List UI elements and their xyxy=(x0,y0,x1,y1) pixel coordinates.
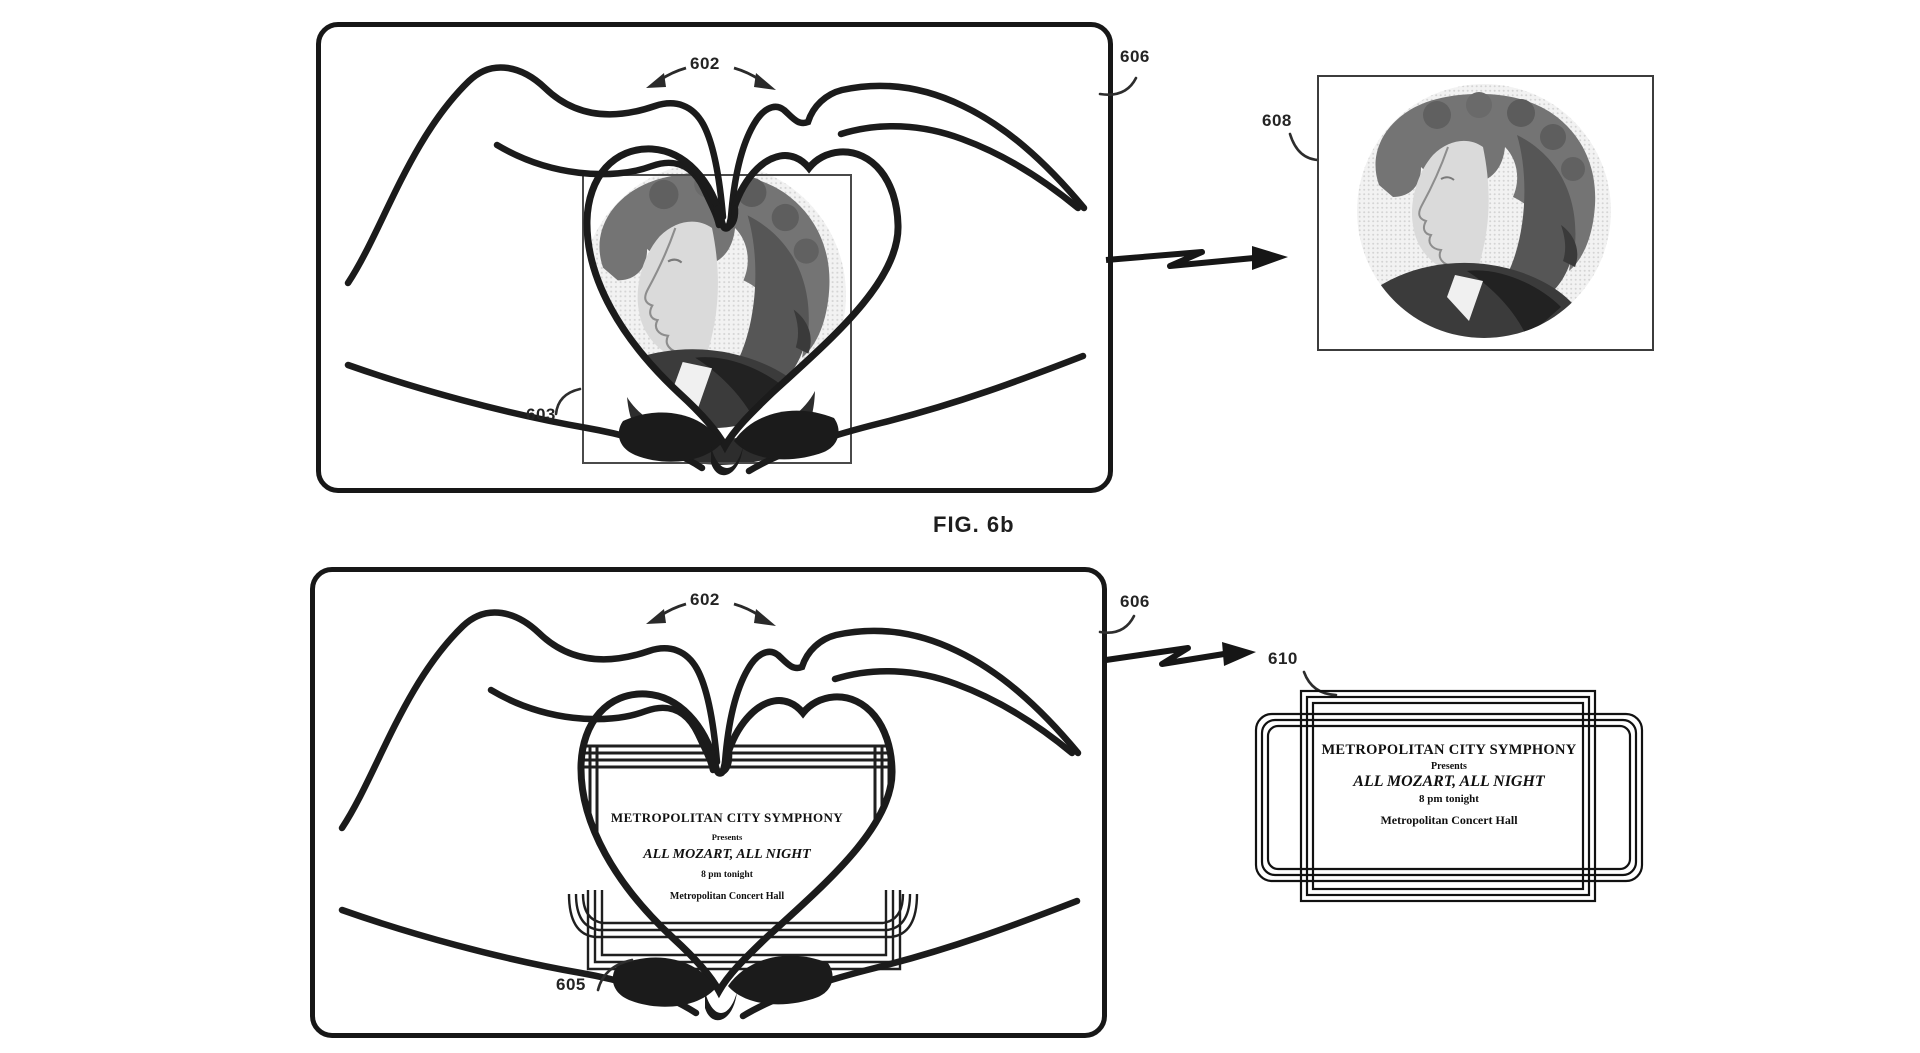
poster-through-heart: METROPOLITAN CITY SYMPHONY Presents ALL … xyxy=(573,746,901,942)
label-603-leader xyxy=(550,386,584,418)
poster-line-all-mozart: ALL MOZART, ALL NIGHT xyxy=(642,847,812,862)
ref-label-606-bottom: 606 xyxy=(1120,593,1150,612)
figure-caption: FIG. 6b xyxy=(933,513,1015,537)
ref-label-608: 608 xyxy=(1262,112,1292,131)
poster-line-all-mozart: ALL MOZART, ALL NIGHT xyxy=(1313,773,1585,791)
label-602-left-arrow-bottom xyxy=(644,598,688,628)
hands-heart-portrait-drawing xyxy=(321,27,1108,488)
poster-text: METROPOLITAN CITY SYMPHONY Presents ALL … xyxy=(1313,742,1585,828)
poster-line-hall: Metropolitan Concert Hall xyxy=(1313,813,1585,828)
poster-text-in-heart: METROPOLITAN CITY SYMPHONY Presents ALL … xyxy=(611,810,843,902)
poster-line-presents: Presents xyxy=(712,832,743,842)
poster-line-symphony: METROPOLITAN CITY SYMPHONY xyxy=(1313,742,1585,759)
label-602-right-arrow-top xyxy=(732,62,778,94)
label-602-left-arrow-top xyxy=(644,62,688,92)
poster-line-symphony: METROPOLITAN CITY SYMPHONY xyxy=(611,810,843,825)
poster-line-8pm: 8 pm tonight xyxy=(1313,793,1585,805)
hands-heart-poster-drawing: METROPOLITAN CITY SYMPHONY Presents ALL … xyxy=(315,572,1102,1033)
extracted-portrait-image xyxy=(1317,75,1654,351)
extracted-poster: METROPOLITAN CITY SYMPHONY Presents ALL … xyxy=(1253,648,1645,906)
transfer-arrow-top xyxy=(1104,232,1292,278)
label-602-right-arrow-bottom xyxy=(732,598,778,630)
display-frame-top-panel xyxy=(316,22,1113,493)
portrait-figure xyxy=(1319,77,1648,345)
label-605-leader xyxy=(594,954,636,994)
ref-label-605: 605 xyxy=(556,976,586,995)
ref-label-602-bottom: 602 xyxy=(690,591,720,610)
display-frame-bottom-panel: METROPOLITAN CITY SYMPHONY Presents ALL … xyxy=(310,567,1107,1038)
poster-line-8pm: 8 pm tonight xyxy=(701,870,754,880)
transfer-arrow-bottom xyxy=(1104,630,1260,678)
poster-line-presents: Presents xyxy=(1313,761,1585,772)
ref-label-606-top: 606 xyxy=(1120,48,1150,67)
ref-label-602-top: 602 xyxy=(690,55,720,74)
poster-line-hall: Metropolitan Concert Hall xyxy=(670,891,784,902)
label-606-top-leader xyxy=(1098,76,1142,104)
poster-stack-top-lines xyxy=(573,746,901,942)
